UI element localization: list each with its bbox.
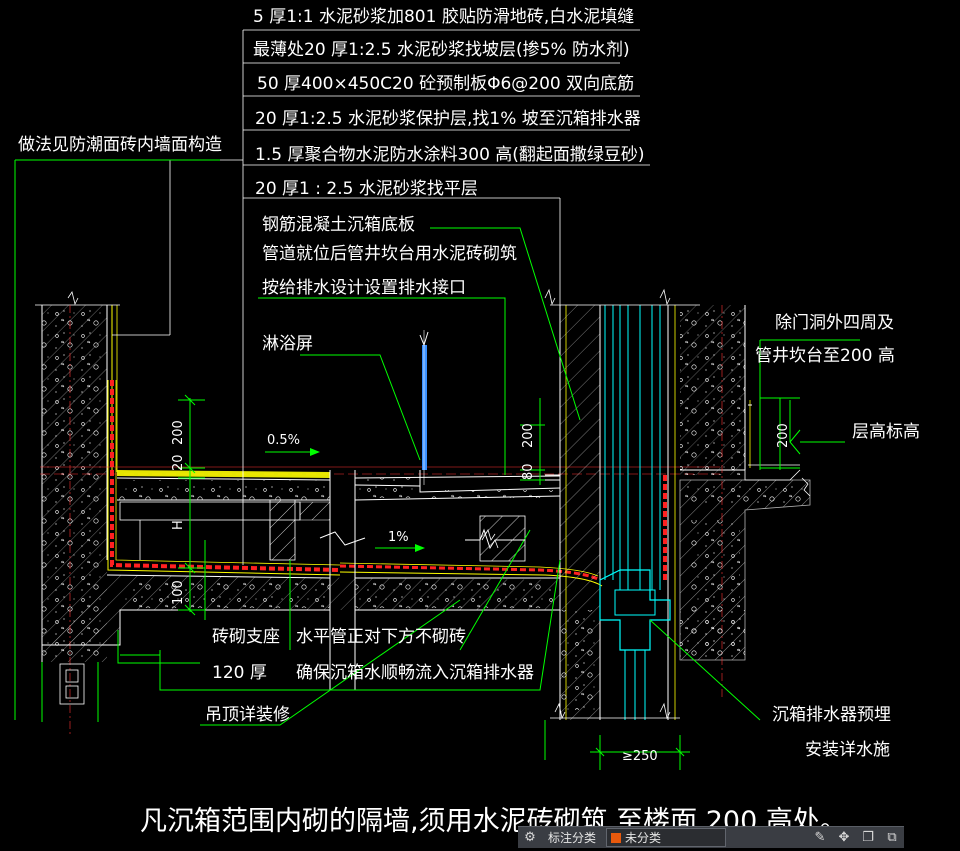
color-swatch-icon — [611, 832, 622, 843]
note-floor-level: 层高标高 — [852, 422, 920, 442]
break-marks — [465, 528, 525, 550]
note-drain1: 沉箱排水器预埋 — [772, 705, 891, 725]
note-shower: 淋浴屏 — [262, 334, 313, 354]
note-layer4: 20 厚1:2.5 水泥砂浆保护层,找1% 坡至沉箱排水器 — [255, 109, 641, 129]
leader-lines — [112, 29, 650, 565]
shower-screen — [419, 330, 429, 485]
bottom-toolbar: ⚙ 标注分类 未分类 ✎ ✥ ❐ ⧉ — [518, 826, 904, 848]
note-slab: 钢筋混凝土沉箱底板 — [262, 215, 415, 235]
note-layer3: 50 厚400×450C20 砼预制板Φ6@200 双向底筋 — [257, 74, 634, 94]
waterproof-membrane-left — [107, 380, 341, 576]
move-icon[interactable]: ✥ — [838, 830, 850, 845]
paste-icon[interactable]: ⧉ — [887, 830, 897, 845]
dim-200-right: 200 — [776, 423, 791, 448]
dim-200-left: 200 — [171, 420, 186, 445]
note-layer6: 20 厚1 : 2.5 水泥砂浆找平层 — [255, 179, 478, 199]
dim-slope-05: 0.5% — [267, 433, 300, 448]
note-drain2: 安装详水施 — [805, 740, 890, 760]
note-pipe-wall: 管道就位后管井坎台用水泥砖砌筑 — [262, 244, 517, 264]
note-ensure-flow: 确保沉箱水顺畅流入沉箱排水器 — [296, 663, 534, 683]
dim-100: 100 — [171, 580, 186, 605]
dim-20: 20 — [171, 454, 186, 471]
note-layer5: 1.5 厚聚合物水泥防水涂料300 高(翻起面撒绿豆砂) — [255, 145, 645, 165]
settings-icon[interactable]: ⚙ — [524, 830, 536, 845]
note-curb1: 除门洞外四周及 — [775, 313, 894, 333]
edit-icon[interactable]: ✎ — [814, 830, 826, 845]
dim-slope-1: 1% — [388, 530, 409, 545]
green-leaders — [14, 159, 860, 770]
dim-200-mid: 200 — [521, 423, 536, 448]
note-thick120: 120 厚 — [212, 663, 267, 683]
floor-finish-layers — [40, 466, 720, 690]
note-wall-ref: 做法见防潮面砖内墙面构造 — [18, 135, 222, 155]
note-no-brick: 水平管正对下方不砌砖 — [296, 627, 466, 647]
note-interface: 按给排水设计设置排水接口 — [262, 278, 466, 298]
category-value: 未分类 — [625, 831, 662, 845]
left-wall — [35, 291, 120, 735]
sunken-slab — [42, 562, 603, 646]
note-support: 砖砌支座 — [212, 627, 280, 647]
note-layer2: 最薄处20 厚1:2.5 水泥砂浆找坡层(掺5% 防水剂) — [253, 40, 630, 60]
note-layer1: 5 厚1:1 水泥砂浆加801 胶贴防滑地砖,白水泥填缝 — [253, 7, 634, 27]
dimension-lines-left — [178, 394, 205, 616]
dimension-text: 200 20 H 100 0.5% 1% 200 80 200 ≥250 — [171, 420, 791, 764]
copy-icon[interactable]: ❐ — [862, 830, 874, 845]
category-label: 标注分类 — [548, 831, 597, 845]
annotations: 5 厚1:1 水泥砂浆加801 胶贴防滑地砖,白水泥填缝 最薄处20 厚1:2.… — [18, 7, 920, 837]
right-wall — [545, 305, 811, 710]
slope-arrows — [265, 448, 425, 552]
note-curb2: 管井坎台至200 高 — [755, 346, 895, 366]
dim-250: ≥250 — [622, 749, 658, 764]
note-ceiling: 吊顶详装修 — [205, 705, 290, 725]
dim-80: 80 — [521, 463, 536, 480]
dim-H: H — [171, 520, 186, 530]
category-select[interactable]: 未分类 — [606, 828, 727, 847]
